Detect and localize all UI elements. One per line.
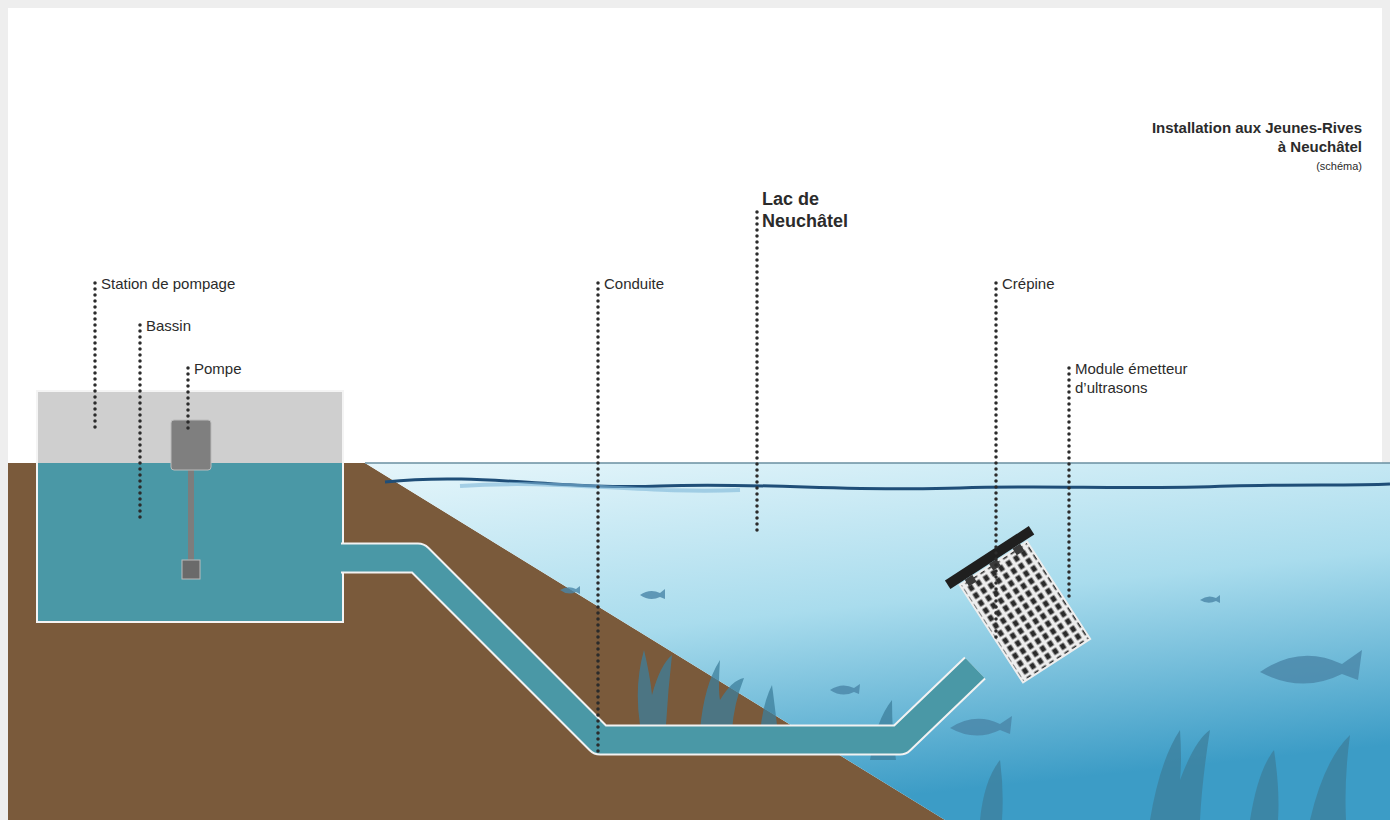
- pipe: [341, 558, 975, 740]
- pump-foot: [182, 560, 200, 579]
- pumping-station: [37, 391, 343, 622]
- diagram-title: Installation aux Jeunes-Rives à Neuchâte…: [1147, 118, 1362, 156]
- part-label: Pompe: [194, 359, 242, 378]
- pipe-outline: [341, 558, 975, 740]
- part-label: Bassin: [146, 316, 191, 335]
- caption-note: (schéma): [1316, 157, 1362, 176]
- wave-highlight: [460, 484, 740, 491]
- part-label: Conduite: [604, 274, 664, 293]
- ultrasound-plate: [945, 526, 1034, 589]
- water-surface: [365, 462, 1390, 464]
- pump-shaft: [188, 460, 194, 564]
- station-outline: [37, 391, 343, 622]
- strainer: [945, 526, 1099, 688]
- pump-motor: [171, 420, 211, 470]
- part-label: Crépine: [1002, 274, 1055, 293]
- part-label: Module émetteur d’ultrasons: [1075, 359, 1215, 397]
- lake-label: Lac de Neuchâtel: [762, 188, 882, 232]
- leader-lines: [95, 212, 1069, 752]
- part-label: Station de pompage: [101, 274, 235, 293]
